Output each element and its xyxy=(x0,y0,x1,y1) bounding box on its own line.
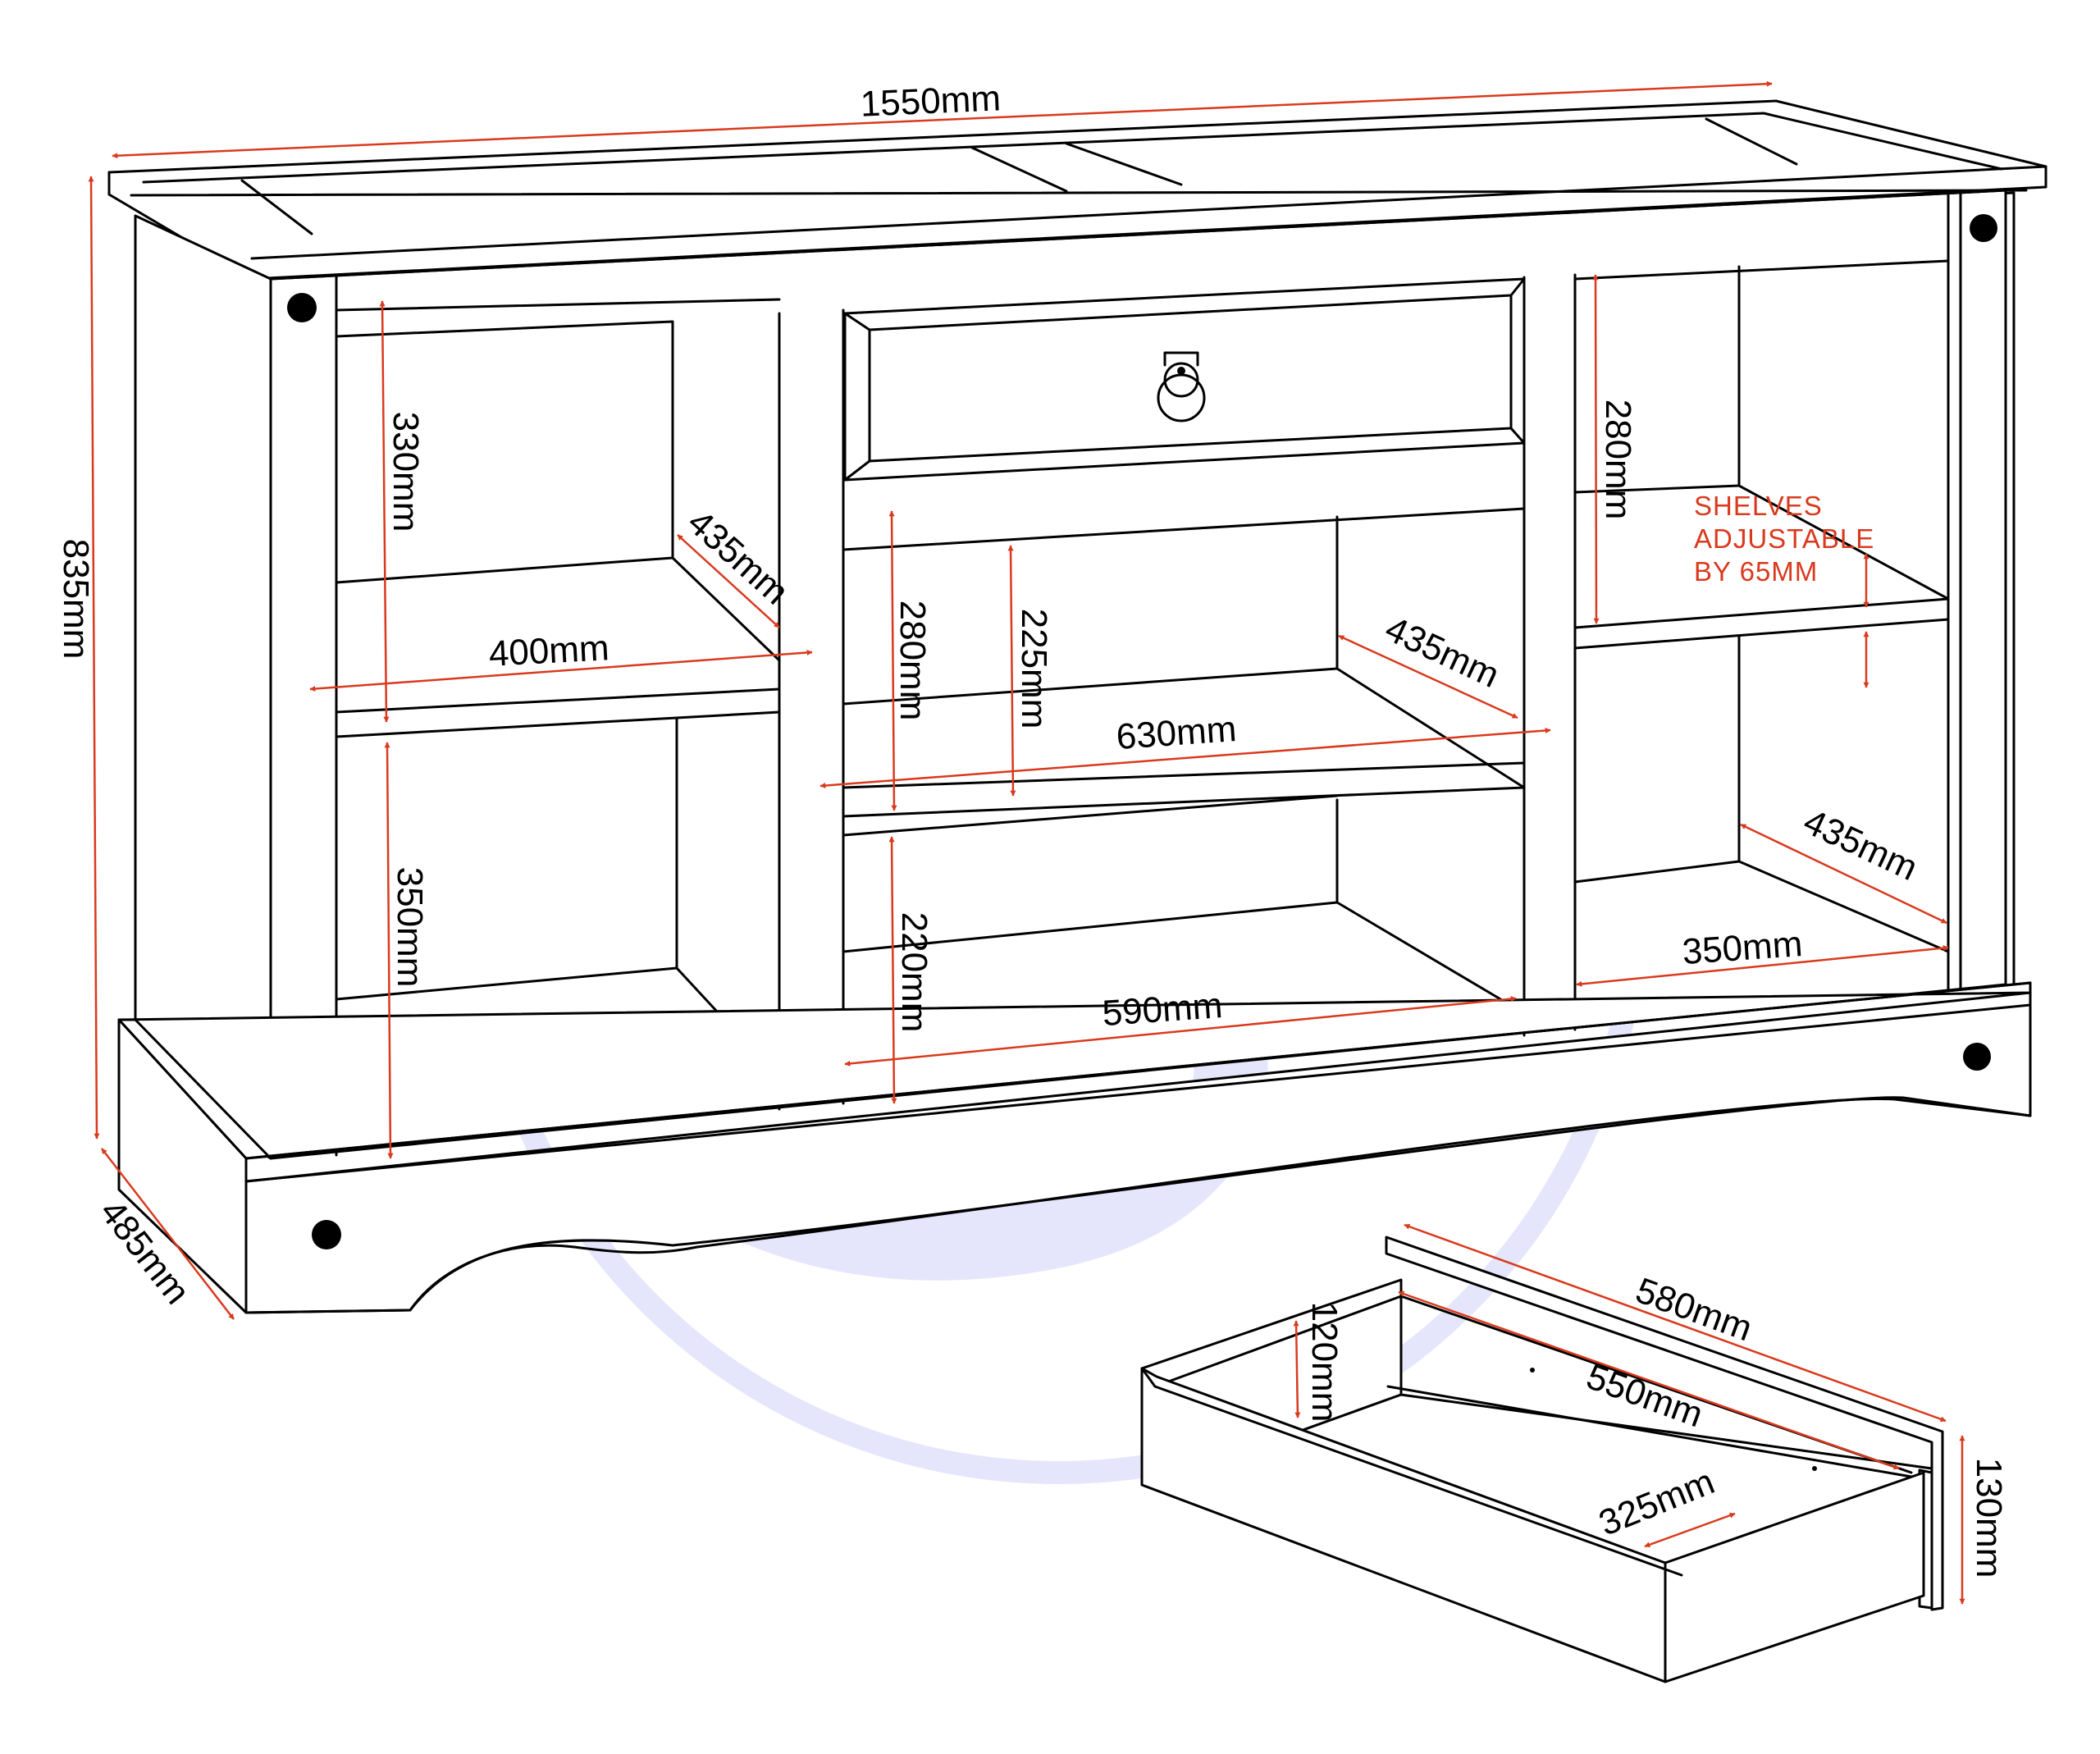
drawer-front xyxy=(843,277,1526,482)
label-overall-height: 835mm xyxy=(56,539,96,660)
label-center-width: 630mm xyxy=(1115,709,1238,757)
ring-pull-icon xyxy=(1157,351,1206,423)
drawer-detail xyxy=(1140,1236,1944,1683)
bolt-icon xyxy=(1970,214,1997,242)
note-line-2: ADJUSTABLE xyxy=(1694,523,1874,554)
note-line-1: SHELVES xyxy=(1694,491,1823,521)
label-center-bottom-width: 590mm xyxy=(1101,985,1224,1034)
label-left-width: 400mm xyxy=(488,628,610,674)
label-left-bottom-height: 350mm xyxy=(390,867,430,988)
label-right-top-height: 280mm xyxy=(1598,400,1638,520)
bolt-icon xyxy=(1963,1043,1991,1071)
label-drawer-inner-height: 120mm xyxy=(1304,1302,1344,1423)
bolt-icon xyxy=(312,1220,341,1249)
drawer-near-side xyxy=(1140,1367,1667,1683)
label-center-bottom-height: 220mm xyxy=(894,912,934,1033)
adjustable-shelves-note: SHELVES ADJUSTABLE BY 65MM xyxy=(1694,491,1874,587)
label-right-width: 350mm xyxy=(1681,924,1804,972)
dimension-lines xyxy=(88,80,1965,1605)
label-center-shelf-gap: 225mm xyxy=(1014,609,1054,729)
label-overall-width: 1550mm xyxy=(860,78,1002,124)
label-center-upper-height: 280mm xyxy=(892,601,933,721)
bolt-icon xyxy=(287,293,317,322)
tv-cabinet xyxy=(107,99,2048,1314)
drawer-back-panel xyxy=(1385,1236,1944,1611)
label-drawer-front-height: 130mm xyxy=(1969,1458,2009,1578)
label-left-top-height: 330mm xyxy=(386,412,426,532)
note-line-3: BY 65MM xyxy=(1694,556,1818,587)
